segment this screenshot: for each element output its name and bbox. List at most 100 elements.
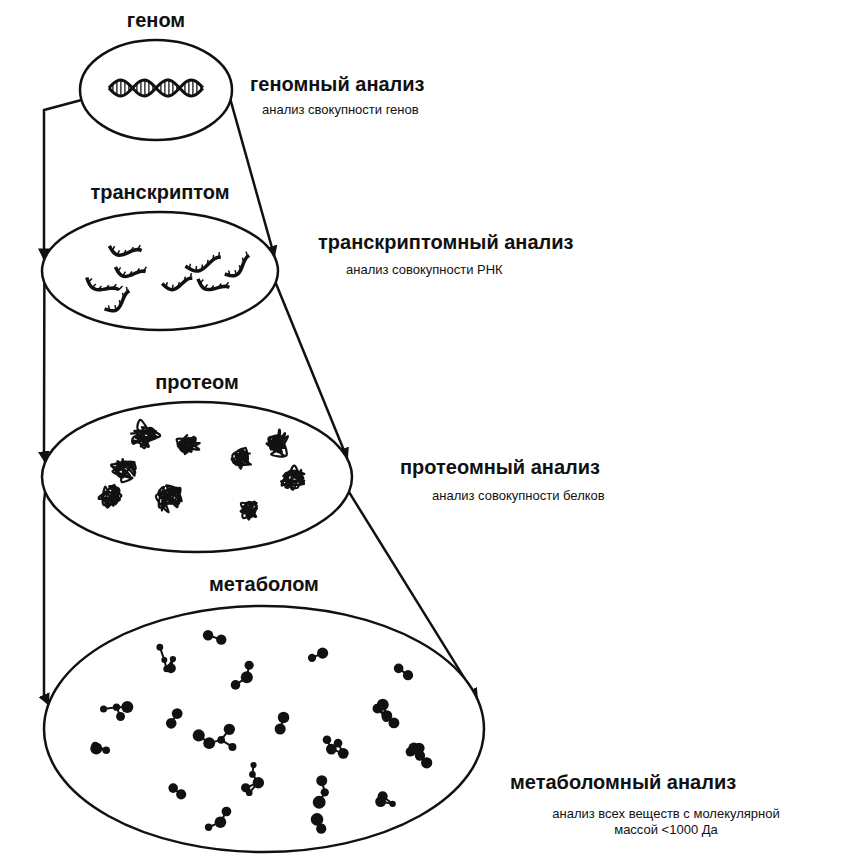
protein-fold [232, 448, 251, 469]
rna-strand [220, 251, 254, 279]
rna-base [113, 284, 116, 289]
rna-backbone [185, 257, 222, 272]
rna-base [118, 300, 121, 305]
atom [403, 670, 413, 680]
rna-base [234, 270, 237, 275]
atom [317, 648, 328, 659]
atom [113, 704, 120, 711]
protein-fold [281, 466, 304, 490]
atom [316, 775, 327, 786]
atom [228, 743, 236, 751]
analysis-description: анализ свокупности генов [262, 102, 419, 118]
rna-base [189, 264, 190, 269]
rna-backbone [222, 255, 254, 279]
atom [172, 708, 183, 719]
atom [275, 723, 286, 734]
atom [217, 736, 225, 744]
rna-base [204, 284, 207, 289]
rna-base [114, 305, 117, 310]
atom [161, 657, 167, 663]
rna-base [207, 260, 208, 265]
atom [193, 729, 205, 741]
dna-rung [144, 80, 146, 96]
ellipse-border [42, 212, 278, 330]
rna-backbone [195, 273, 229, 298]
rna-base [118, 267, 121, 272]
atom [92, 742, 99, 749]
dna-strand [109, 80, 203, 96]
atom [414, 743, 425, 754]
rna-base [245, 252, 248, 257]
atom [90, 743, 102, 755]
rna-base [131, 247, 134, 252]
atom [215, 816, 227, 828]
protein-fold [267, 430, 288, 457]
protein-fold [130, 420, 160, 448]
dna-rung [168, 80, 170, 96]
level-name: метаболом [42, 572, 486, 604]
analysis-heading: транскриптомный анализ [318, 230, 574, 254]
atom [375, 796, 386, 807]
dna-rung [188, 80, 190, 95]
analysis-heading: протеомный анализ [400, 455, 600, 479]
dna-rung [120, 80, 122, 96]
rna-base [241, 258, 244, 263]
atom [388, 717, 399, 728]
atom [421, 757, 432, 768]
analysis-description: анализ совокупности белков [432, 488, 605, 504]
rna-strand [184, 252, 221, 272]
rna-base [195, 266, 196, 271]
atom [250, 762, 256, 768]
omics-level-ellipse: метаболом [42, 572, 486, 854]
protein-fold [111, 459, 136, 482]
rna-base [225, 282, 228, 287]
atom [121, 701, 133, 713]
level-name: протеом [40, 370, 354, 400]
atom [377, 699, 389, 711]
atom [313, 796, 326, 809]
atom [166, 663, 176, 673]
atom [116, 712, 125, 721]
protein-fold [177, 435, 200, 454]
level-illustration [84, 236, 255, 314]
rna-base [119, 285, 122, 290]
atom [222, 807, 232, 817]
rna-base [117, 250, 120, 255]
atom [249, 771, 256, 778]
atom [316, 824, 326, 834]
atom [241, 671, 253, 683]
rna-base [92, 283, 95, 288]
protein-fold [156, 485, 182, 512]
atom [224, 724, 235, 735]
atom [216, 634, 226, 644]
rna-base [123, 250, 126, 255]
rna-base [184, 277, 185, 282]
omics-level-ellipse: транскриптом [40, 180, 280, 332]
rna-base [172, 285, 173, 290]
atom [100, 706, 107, 713]
atom [166, 718, 177, 729]
atom [326, 744, 337, 755]
atom [231, 680, 241, 690]
ellipse-border [44, 606, 484, 852]
rna-base [129, 271, 132, 276]
rna-base [105, 285, 108, 290]
rna-base [213, 255, 214, 260]
atom [308, 654, 316, 662]
analysis-heading: геномный анализ [250, 72, 425, 96]
rna-base [125, 287, 128, 292]
rna-base [138, 245, 141, 250]
level-illustration [109, 80, 203, 96]
rna-base [218, 252, 219, 257]
rna-backbone [108, 240, 142, 261]
atom [156, 644, 163, 651]
atom [253, 777, 264, 788]
rna-base [144, 266, 147, 271]
rna-base [190, 273, 191, 278]
rna-base [98, 285, 101, 290]
rna-base [201, 264, 202, 269]
atom [278, 712, 289, 723]
level-illustration [99, 420, 305, 520]
rna-base [200, 279, 203, 284]
atom [246, 789, 253, 796]
